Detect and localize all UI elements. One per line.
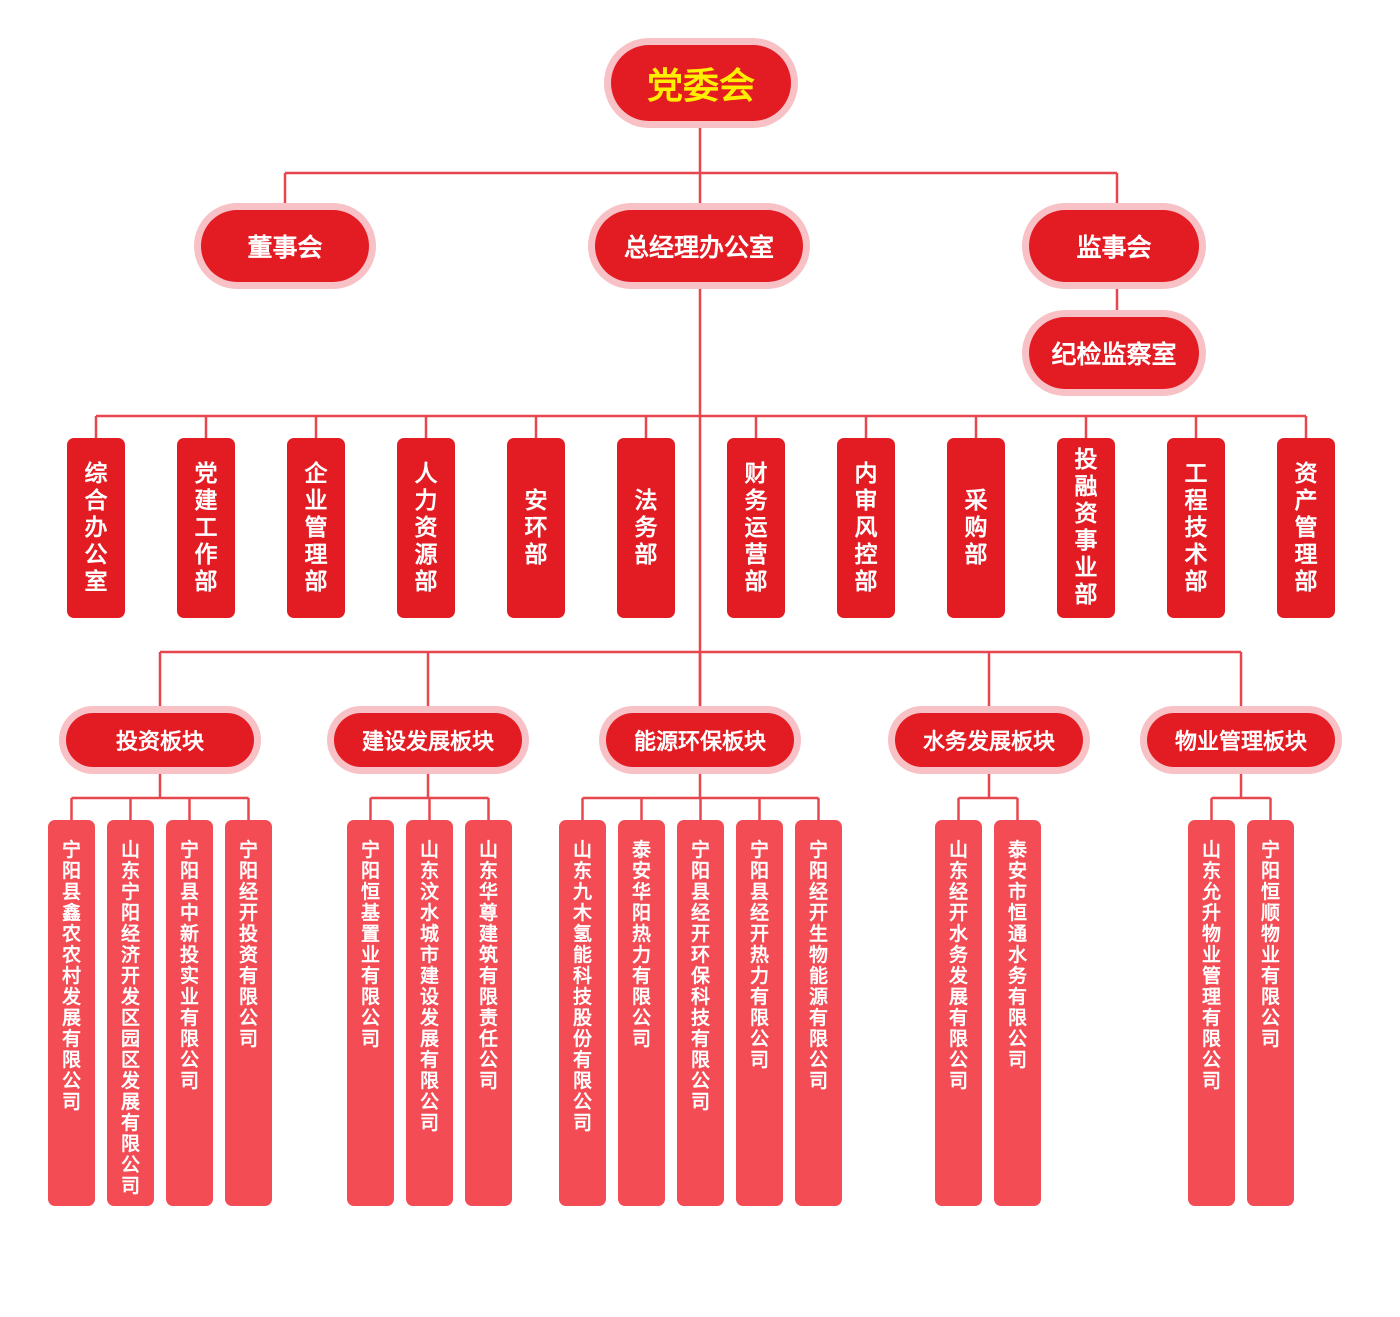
company-label: 宁阳县中新投实业有限公司	[179, 839, 199, 1092]
dept-label: 法务部	[634, 487, 658, 568]
board-node[interactable]: 董事会	[194, 203, 376, 289]
dept-box[interactable]: 安环部	[507, 438, 565, 618]
dept-label: 资产管理部	[1294, 460, 1318, 595]
dept-label: 企业管理部	[304, 460, 328, 595]
party-committee-node[interactable]: 党委会	[604, 38, 798, 128]
company-box[interactable]: 山东宁阳经济开发区园区发展有限公司	[107, 820, 154, 1206]
company-box[interactable]: 山东九木氢能科技股份有限公司	[559, 820, 606, 1206]
company-label: 山东九木氢能科技股份有限公司	[572, 839, 592, 1134]
dept-label: 内审风控部	[854, 460, 878, 595]
party-committee-label: 党委会	[646, 66, 755, 107]
company-label: 山东经开水务发展有限公司	[948, 839, 968, 1092]
segment-label: 建设发展板块	[361, 730, 494, 755]
dept-box[interactable]: 财务运营部	[727, 438, 785, 618]
segment-node-energy[interactable]: 能源环保板块	[599, 706, 801, 774]
company-label: 宁阳经开投资有限公司	[238, 839, 258, 1050]
supervisors-node[interactable]: 监事会	[1022, 203, 1206, 289]
dept-label: 人力资源部	[414, 460, 438, 595]
company-label: 宁阳县经开热力有限公司	[749, 839, 769, 1071]
company-box[interactable]: 泰安华阳热力有限公司	[618, 820, 665, 1206]
segment-label: 能源环保板块	[633, 730, 766, 755]
company-label: 宁阳恒基置业有限公司	[360, 839, 380, 1050]
dept-label: 财务运营部	[744, 460, 768, 595]
dept-label: 党建工作部	[194, 460, 218, 595]
board-label: 董事会	[247, 233, 323, 262]
company-label: 山东允升物业管理有限公司	[1201, 839, 1221, 1092]
discipline-node[interactable]: 纪检监察室	[1022, 310, 1206, 396]
dept-box[interactable]: 党建工作部	[177, 438, 235, 618]
company-box[interactable]: 宁阳经开投资有限公司	[225, 820, 272, 1206]
segment-node-investment[interactable]: 投资板块	[59, 706, 261, 774]
gm-office-node[interactable]: 总经理办公室	[588, 203, 810, 289]
supervisors-label: 监事会	[1076, 233, 1152, 262]
dept-box[interactable]: 企业管理部	[287, 438, 345, 618]
company-box[interactable]: 宁阳县中新投实业有限公司	[166, 820, 213, 1206]
segment-node-property[interactable]: 物业管理板块	[1140, 706, 1342, 774]
company-box[interactable]: 宁阳县经开环保科技有限公司	[677, 820, 724, 1206]
dept-box[interactable]: 综合办公室	[67, 438, 125, 618]
company-box[interactable]: 山东华尊建筑有限责任公司	[465, 820, 512, 1206]
company-label: 山东汶水城市建设发展有限公司	[419, 839, 439, 1134]
company-label: 宁阳恒顺物业有限公司	[1260, 839, 1280, 1050]
segment-label: 物业管理板块	[1174, 730, 1307, 755]
company-label: 泰安市恒通水务有限公司	[1007, 839, 1027, 1071]
company-box[interactable]: 山东允升物业管理有限公司	[1188, 820, 1235, 1206]
dept-box[interactable]: 工程技术部	[1167, 438, 1225, 618]
segment-node-construction[interactable]: 建设发展板块	[327, 706, 529, 774]
company-label: 宁阳经开生物能源有限公司	[808, 839, 828, 1092]
segment-label: 投资板块	[115, 730, 204, 755]
company-box[interactable]: 宁阳县经开热力有限公司	[736, 820, 783, 1206]
company-label: 宁阳县经开环保科技有限公司	[690, 839, 710, 1113]
dept-box[interactable]: 资产管理部	[1277, 438, 1335, 618]
company-box[interactable]: 泰安市恒通水务有限公司	[994, 820, 1041, 1206]
dept-label: 综合办公室	[84, 460, 108, 595]
company-box[interactable]: 宁阳恒基置业有限公司	[347, 820, 394, 1206]
dept-box[interactable]: 采购部	[947, 438, 1005, 618]
dept-label: 工程技术部	[1184, 460, 1208, 595]
dept-box[interactable]: 投融资事业部	[1057, 438, 1115, 618]
company-box[interactable]: 山东汶水城市建设发展有限公司	[406, 820, 453, 1206]
discipline-label: 纪检监察室	[1051, 340, 1177, 369]
company-label: 山东华尊建筑有限责任公司	[478, 839, 498, 1092]
gm-office-label: 总经理办公室	[623, 233, 774, 262]
company-box[interactable]: 山东经开水务发展有限公司	[935, 820, 982, 1206]
dept-label: 安环部	[524, 487, 548, 568]
company-label: 山东宁阳经济开发区园区发展有限公司	[120, 839, 140, 1197]
company-label: 泰安华阳热力有限公司	[631, 839, 651, 1050]
segment-node-water[interactable]: 水务发展板块	[888, 706, 1090, 774]
dept-box[interactable]: 内审风控部	[837, 438, 895, 618]
company-box[interactable]: 宁阳恒顺物业有限公司	[1247, 820, 1294, 1206]
dept-label: 采购部	[964, 487, 988, 568]
dept-box[interactable]: 人力资源部	[397, 438, 455, 618]
dept-box[interactable]: 法务部	[617, 438, 675, 618]
company-box[interactable]: 宁阳县鑫农农村发展有限公司	[48, 820, 95, 1206]
company-label: 宁阳县鑫农农村发展有限公司	[61, 839, 81, 1113]
company-box[interactable]: 宁阳经开生物能源有限公司	[795, 820, 842, 1206]
segment-label: 水务发展板块	[922, 730, 1055, 755]
dept-label: 投融资事业部	[1074, 447, 1098, 608]
